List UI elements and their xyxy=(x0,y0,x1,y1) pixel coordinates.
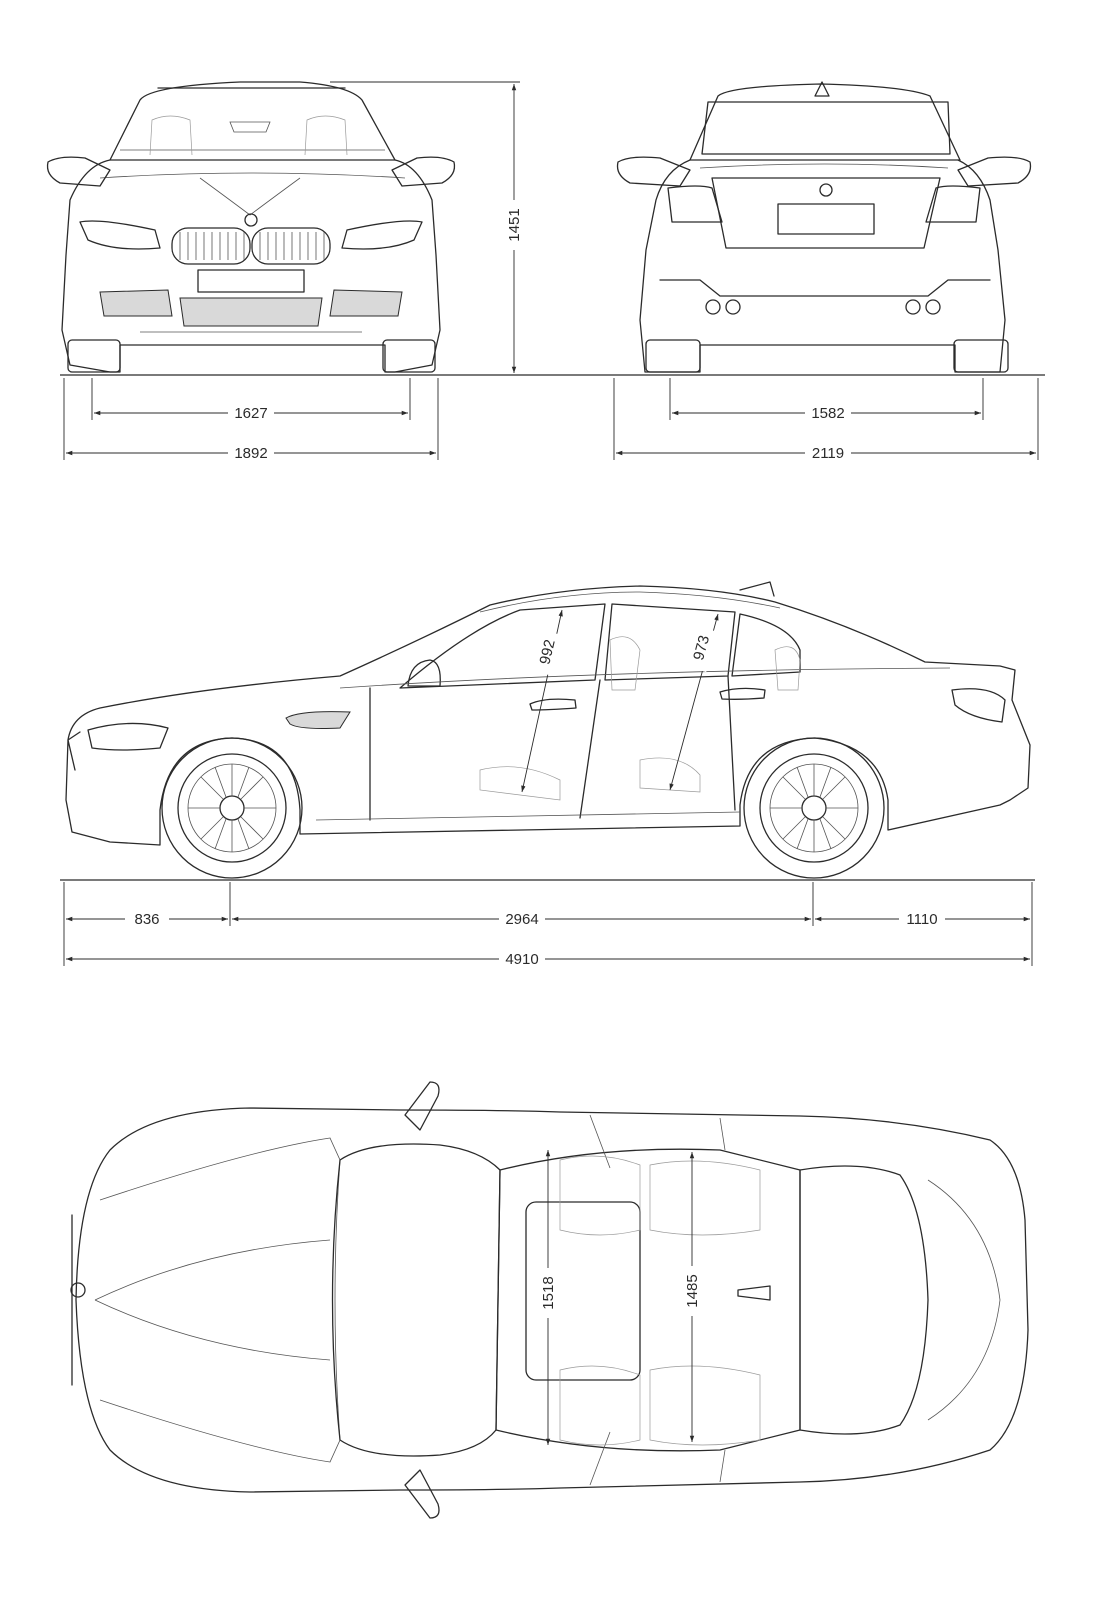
dim-rear-overhang: 1110 xyxy=(906,911,937,928)
dim-wheelbase: 2964 xyxy=(505,911,538,928)
rear-wheel xyxy=(743,737,885,879)
height-dimension: 1451 xyxy=(330,81,524,373)
dim-front-width: 1892 xyxy=(234,445,267,462)
front-headroom-dimension: 992 xyxy=(521,609,563,793)
top-view xyxy=(70,1081,1029,1519)
length-dimension: 4910 xyxy=(66,949,1030,969)
dim-front-headroom: 992 xyxy=(537,638,559,666)
dim-front-overhang: 836 xyxy=(134,911,159,928)
dim-front-track: 1627 xyxy=(234,405,267,422)
front-shoulder-dimension: 1518 xyxy=(537,1150,559,1445)
front-view xyxy=(46,81,456,373)
length-breakdown-dimension: 836 2964 1110 xyxy=(63,882,1033,966)
dim-rear-track: 1582 xyxy=(811,405,844,422)
side-view xyxy=(65,581,1031,879)
rear-shoulder-dimension: 1485 xyxy=(681,1152,703,1442)
dim-rear-headroom: 973 xyxy=(690,634,713,663)
front-track-dimension: 1627 xyxy=(91,378,411,423)
rear-headroom-dimension: 973 xyxy=(669,613,719,791)
dim-rear-width: 2119 xyxy=(812,445,844,462)
dim-rear-shoulder: 1485 xyxy=(684,1274,701,1307)
rear-width-dimension: 2119 xyxy=(613,378,1039,463)
rear-track-dimension: 1582 xyxy=(669,378,984,423)
dim-front-shoulder: 1518 xyxy=(540,1276,557,1309)
front-wheel xyxy=(161,737,303,879)
dim-length: 4910 xyxy=(505,951,538,968)
front-width-dimension: 1892 xyxy=(63,378,439,463)
rear-view xyxy=(616,81,1032,373)
dim-height: 1451 xyxy=(506,208,523,241)
